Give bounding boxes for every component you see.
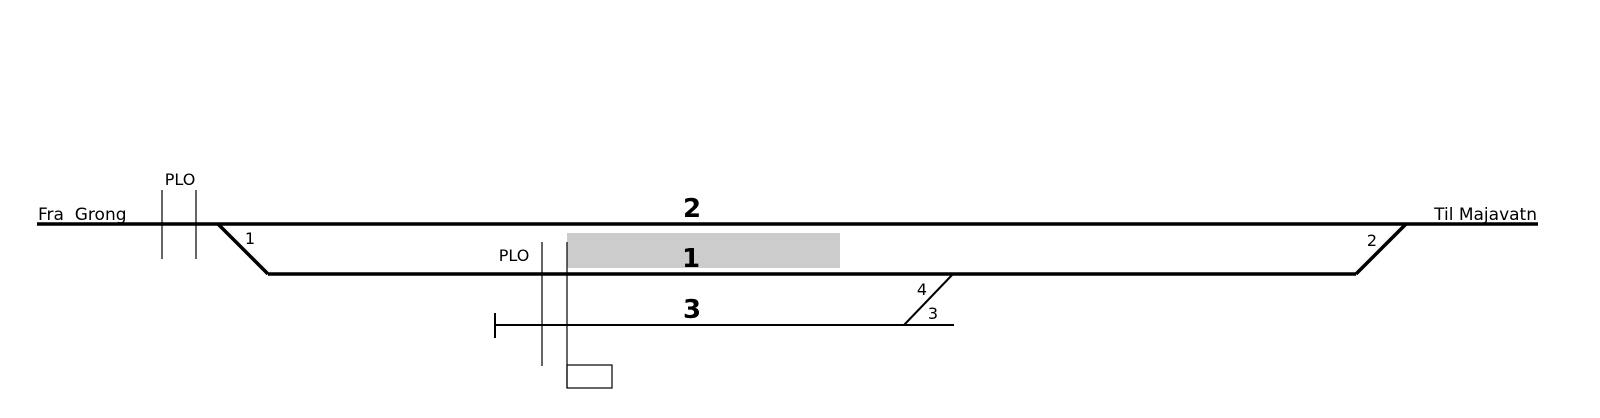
switch-number-3: 3 (928, 304, 938, 323)
switch-1-connector (216, 222, 270, 276)
track-number-3: 3 (683, 295, 701, 325)
track-number-2: 2 (683, 194, 701, 224)
level-crossing-label-a: PLO (165, 170, 196, 189)
label-to-majavatn: Til Majavatn (1433, 205, 1537, 225)
switch-3-4-connector (903, 273, 954, 326)
platform (567, 233, 840, 268)
switch-2-connector (1354, 222, 1408, 276)
track-number-1: 1 (682, 244, 700, 274)
station-building (566, 364, 613, 389)
switch-number-2: 2 (1367, 231, 1377, 250)
level-crossing-label-b: PLO (499, 246, 530, 265)
label-from-grong: Fra Grong (38, 205, 127, 225)
switch-number-4: 4 (917, 280, 927, 299)
switch-number-1: 1 (245, 229, 255, 248)
